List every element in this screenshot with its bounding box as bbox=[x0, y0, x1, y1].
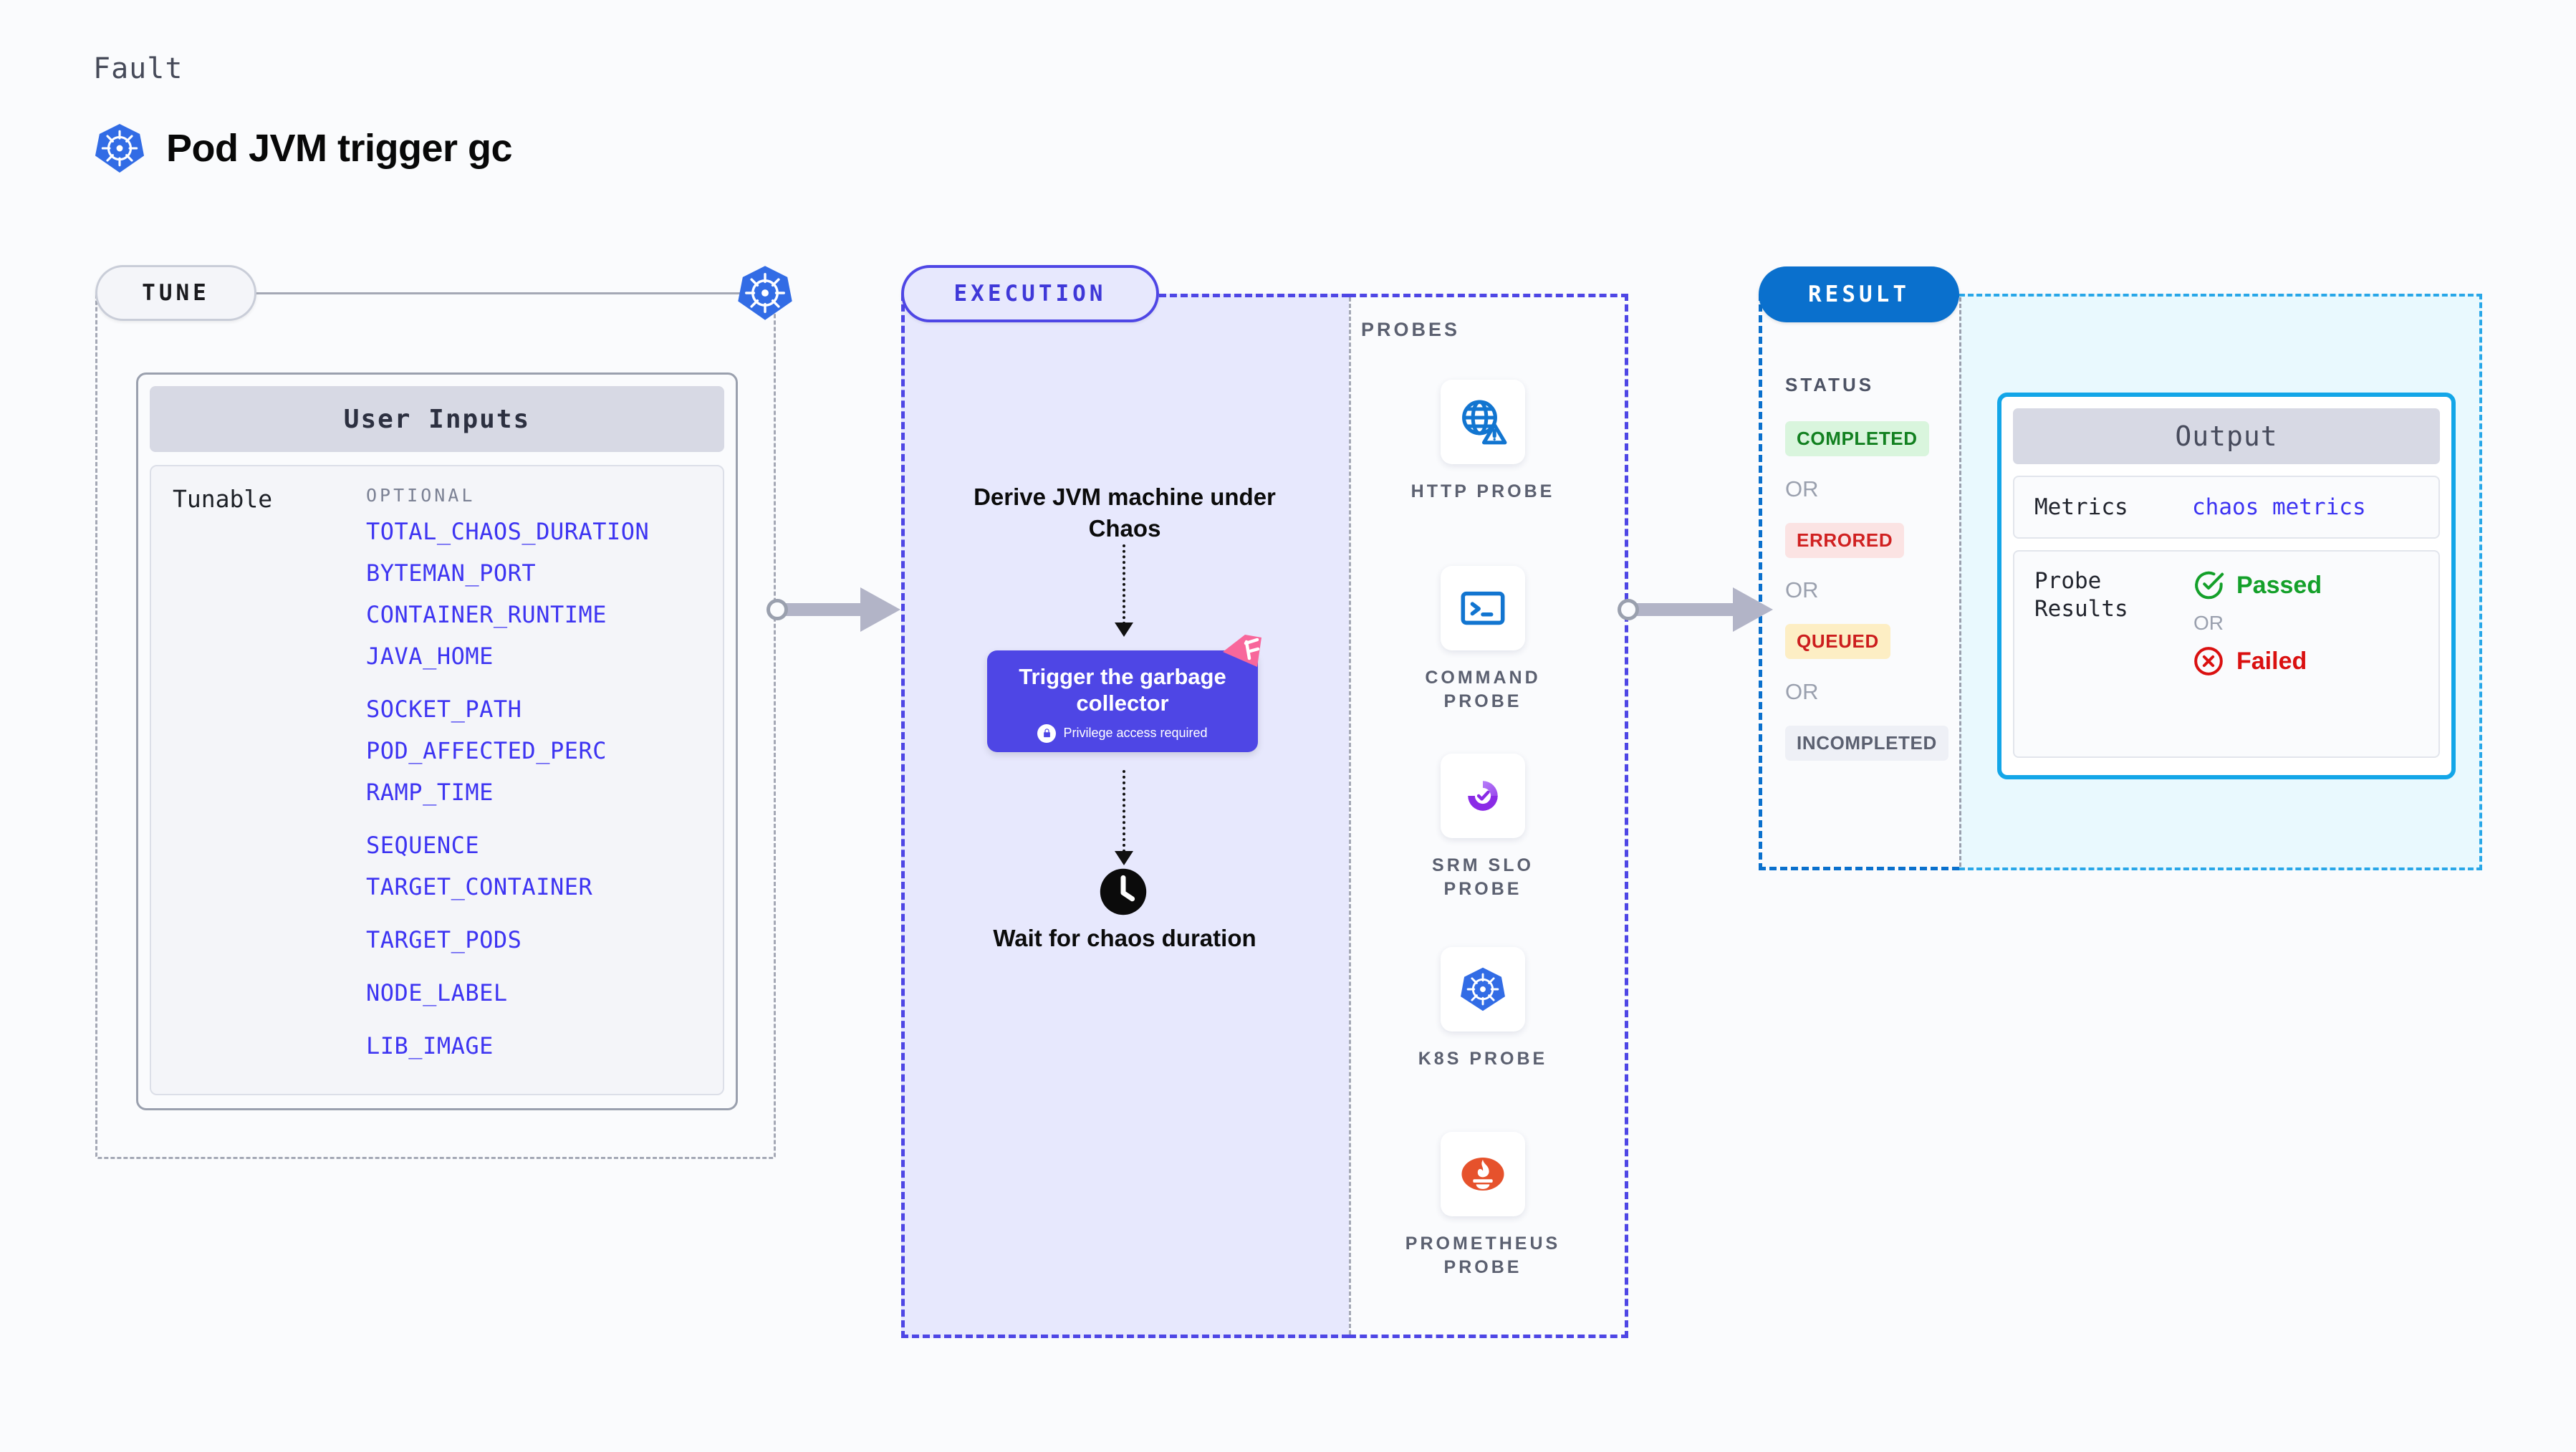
flow-line-1 bbox=[1123, 544, 1125, 625]
passed-label: Passed bbox=[2236, 571, 2322, 599]
user-inputs-card: User Inputs Tunable OPTIONAL TOTAL_CHAOS… bbox=[136, 372, 738, 1110]
probe-srm-slo[interactable]: SRM SLO PROBE bbox=[1400, 754, 1565, 900]
kubernetes-icon bbox=[95, 123, 145, 173]
user-inputs-body: Tunable OPTIONAL TOTAL_CHAOS_DURATION BY… bbox=[150, 465, 724, 1095]
status-badge-errored: ERRORED bbox=[1785, 523, 1905, 558]
probe-label: K8S PROBE bbox=[1418, 1049, 1548, 1069]
status-badge-queued: QUEUED bbox=[1785, 624, 1890, 659]
clock-icon bbox=[1100, 868, 1147, 915]
probe-command[interactable]: COMMAND PROBE bbox=[1400, 566, 1565, 713]
tunable-item[interactable]: NODE_LABEL bbox=[366, 979, 508, 1006]
flow-arrow-1 bbox=[1115, 622, 1133, 637]
trigger-gc-card[interactable]: Trigger the garbage collector Privilege … bbox=[987, 650, 1258, 752]
kubernetes-icon bbox=[738, 266, 792, 320]
probe-k8s[interactable]: K8S PROBE bbox=[1400, 947, 1565, 1071]
metrics-value[interactable]: chaos metrics bbox=[2192, 494, 2366, 520]
probe-results-values: Passed OR Failed bbox=[2192, 567, 2438, 741]
trigger-gc-title: Trigger the garbage collector bbox=[1019, 664, 1226, 716]
probe-label: PROMETHEUS PROBE bbox=[1405, 1234, 1561, 1277]
check-circle-icon bbox=[2195, 571, 2224, 600]
probe-label: SRM SLO PROBE bbox=[1432, 855, 1534, 899]
tunable-item[interactable]: SOCKET_PATH bbox=[366, 696, 522, 723]
result-pill: RESULT bbox=[1759, 266, 1959, 322]
tunable-item[interactable]: CONTAINER_RUNTIME bbox=[366, 601, 607, 628]
status-badge-completed: COMPLETED bbox=[1785, 421, 1929, 456]
tunable-item[interactable]: POD_AFFECTED_PERC bbox=[366, 737, 607, 764]
tune-pill: TUNE bbox=[95, 265, 256, 321]
tunable-item[interactable]: BYTEMAN_PORT bbox=[366, 559, 537, 587]
flow-arrow-2 bbox=[1115, 851, 1133, 865]
output-probe-results-row: Probe Results Passed OR Faile bbox=[2013, 550, 2440, 758]
page-title: Pod JVM trigger gc bbox=[166, 127, 513, 170]
optional-group-label: OPTIONAL bbox=[366, 485, 476, 506]
tunable-item[interactable]: TOTAL_CHAOS_DURATION bbox=[366, 518, 650, 545]
lock-icon bbox=[1037, 723, 1057, 743]
output-divider bbox=[1959, 297, 1961, 867]
status-title: STATUS bbox=[1785, 374, 1875, 395]
output-metrics-row: Metrics chaos metrics bbox=[2013, 476, 2440, 539]
execution-step-1: Derive JVM machine under Chaos bbox=[974, 484, 1276, 542]
probe-http[interactable]: HTTP PROBE bbox=[1400, 380, 1565, 504]
tunable-item[interactable]: JAVA_HOME bbox=[366, 643, 494, 670]
tunable-row-label: Tunable bbox=[173, 485, 273, 513]
probes-title: PROBES bbox=[1361, 319, 1461, 340]
page-eyebrow: Fault bbox=[93, 52, 183, 85]
probes-divider bbox=[1349, 297, 1351, 1335]
tunable-list: OPTIONAL TOTAL_CHAOS_DURATION BYTEMAN_PO… bbox=[366, 485, 723, 1094]
tunable-item[interactable]: TARGET_PODS bbox=[366, 926, 522, 953]
status-badge-incompleted: INCOMPLETED bbox=[1785, 726, 1948, 761]
litmus-logo-icon bbox=[1223, 635, 1261, 667]
terminal-icon bbox=[1441, 566, 1525, 650]
globe-alert-icon bbox=[1441, 380, 1525, 464]
kubernetes-icon bbox=[1441, 947, 1525, 1032]
flow-line-2 bbox=[1123, 770, 1125, 852]
probe-result-failed: Failed bbox=[2192, 645, 2438, 678]
probe-label: HTTP PROBE bbox=[1410, 481, 1555, 501]
tunable-item[interactable]: RAMP_TIME bbox=[366, 779, 494, 806]
tunable-item[interactable]: TARGET_CONTAINER bbox=[366, 873, 593, 900]
metrics-key: Metrics bbox=[2034, 494, 2128, 520]
probe-result-or: OR bbox=[2193, 612, 2224, 634]
probe-results-key: Probe Results bbox=[2034, 568, 2128, 622]
execution-pill: EXECUTION bbox=[901, 265, 1159, 322]
privilege-note: Privilege access required bbox=[1037, 723, 1208, 743]
probe-label: COMMAND PROBE bbox=[1425, 668, 1541, 711]
prometheus-icon bbox=[1441, 1132, 1525, 1216]
status-or: OR bbox=[1785, 679, 1819, 704]
tunable-item[interactable]: LIB_IMAGE bbox=[366, 1032, 494, 1059]
status-or: OR bbox=[1785, 476, 1819, 501]
probe-prometheus[interactable]: PROMETHEUS PROBE bbox=[1400, 1132, 1565, 1279]
privilege-note-text: Privilege access required bbox=[1063, 726, 1208, 741]
srm-slo-icon bbox=[1441, 754, 1525, 838]
output-card-title: Output bbox=[2013, 408, 2440, 464]
tune-top-dash bbox=[256, 292, 738, 294]
connector-tune-to-execution bbox=[766, 587, 906, 632]
output-card: Output Metrics chaos metrics Probe Resul… bbox=[1997, 393, 2456, 779]
execution-step-2: Wait for chaos duration bbox=[993, 925, 1256, 951]
failed-label: Failed bbox=[2236, 647, 2307, 675]
page-title-row: Pod JVM trigger gc bbox=[93, 122, 513, 175]
probe-result-passed: Passed bbox=[2192, 569, 2438, 602]
user-inputs-title: User Inputs bbox=[150, 386, 724, 452]
x-circle-icon bbox=[2194, 647, 2223, 675]
result-panel bbox=[1759, 294, 1959, 870]
status-or: OR bbox=[1785, 577, 1819, 602]
connector-execution-to-result bbox=[1618, 587, 1782, 632]
tunable-item[interactable]: SEQUENCE bbox=[366, 832, 480, 859]
